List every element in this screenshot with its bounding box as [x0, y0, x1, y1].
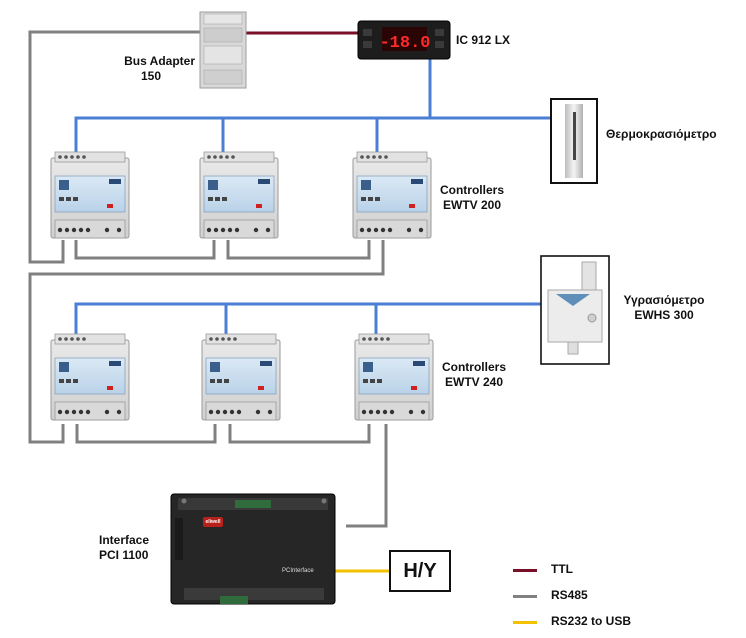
bus-adapter-device — [199, 11, 247, 89]
interface-label-line1: Interface — [99, 533, 150, 547]
controller-240-2 — [201, 333, 281, 421]
hygrometer-label-line2: EWHS 300 — [634, 308, 694, 322]
controller-200-1 — [50, 151, 130, 239]
legend-swatch-rs485 — [513, 595, 537, 598]
ic912-label: IC 912 LX — [456, 33, 511, 47]
controllers-240-label: Controllers EWTV 240 — [434, 360, 514, 390]
controllers-200-label-line1: Controllers — [439, 183, 504, 197]
controllers-200-label: Controllers EWTV 200 — [432, 183, 512, 213]
controller-200-3 — [352, 151, 432, 239]
thermometer-label: Θερμοκρασιόμετρο — [606, 127, 717, 141]
bus-adapter-label-line2: 150 — [140, 69, 161, 83]
legend-swatch-usb — [513, 621, 537, 624]
controller-200-2 — [199, 151, 279, 239]
legend-label-rs485: RS485 — [551, 588, 588, 602]
legend-swatch-ttl — [513, 569, 537, 572]
rs485-wire — [28, 30, 388, 528]
interface-logo: eliwell — [205, 519, 221, 525]
controller-240-1 — [50, 333, 130, 421]
hy-label: H/Y — [403, 559, 437, 582]
bus-adapter-label: Bus Adapter 150 — [100, 54, 195, 84]
controller-240-3 — [354, 333, 434, 421]
controllers-200-label-line2: EWTV 200 — [442, 198, 502, 212]
sensor-bus-wire — [74, 58, 555, 334]
thermometer-device — [550, 98, 598, 184]
legend-label-usb: RS232 to USB — [551, 614, 632, 628]
interface-device — [170, 493, 336, 605]
controllers-240-label-line2: EWTV 240 — [444, 375, 504, 389]
legend-item-usb: RS232 to USB — [513, 614, 693, 630]
legend-item-rs485: RS485 — [513, 588, 693, 604]
legend-label-ttl: TTL — [551, 562, 573, 576]
bus-adapter-label-line1: Bus Adapter — [124, 54, 195, 68]
controllers-240-label-line1: Controllers — [441, 360, 506, 374]
interface-label: Interface PCI 1100 — [99, 533, 149, 563]
hygrometer-device — [540, 255, 610, 365]
ic912-device — [357, 20, 451, 60]
hy-box: H/Y — [389, 550, 451, 592]
ic912-display-value: -18.0 — [379, 34, 430, 53]
hygrometer-label-line1: Υγρασιόμετρο — [623, 293, 705, 307]
hygrometer-label: Υγρασιόμετρο EWHS 300 — [614, 293, 714, 323]
interface-brand-text: PCInterface — [282, 568, 314, 574]
legend-item-ttl: TTL — [513, 562, 693, 578]
interface-label-line2: PCI 1100 — [99, 548, 149, 562]
